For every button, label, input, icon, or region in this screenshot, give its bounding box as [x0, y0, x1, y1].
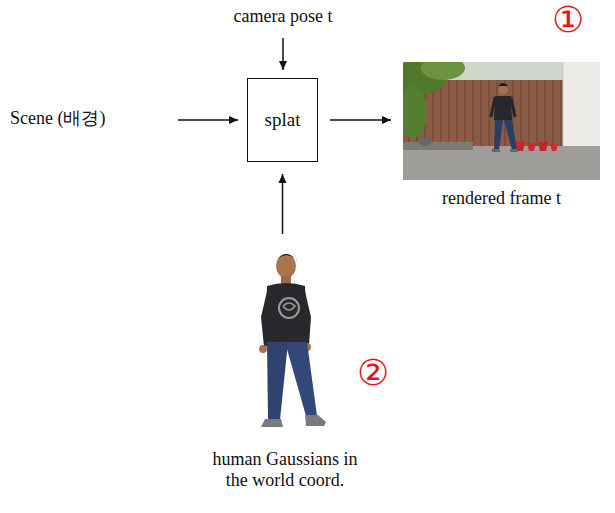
connector-arrow	[330, 119, 391, 121]
node-label: splat	[265, 109, 301, 131]
scene-arrow	[178, 119, 238, 121]
node-caption: rendered frame t	[403, 188, 600, 209]
human-figure	[235, 246, 335, 441]
rendered-frame-image	[403, 62, 600, 180]
process-box: splat	[247, 78, 318, 162]
callout-number: ①	[552, 2, 584, 38]
node-caption: human Gaussians in the world coord.	[200, 449, 370, 490]
callout-number: ②	[357, 355, 389, 391]
connector-arrow	[282, 174, 284, 234]
input-label: camera pose t	[234, 6, 333, 27]
camera-arrow	[282, 38, 284, 70]
input-label: Scene (배경)	[10, 108, 105, 129]
rendered-frame: rendered frame t	[403, 62, 600, 209]
human-gaussians: human Gaussians in the world coord.	[200, 246, 370, 490]
